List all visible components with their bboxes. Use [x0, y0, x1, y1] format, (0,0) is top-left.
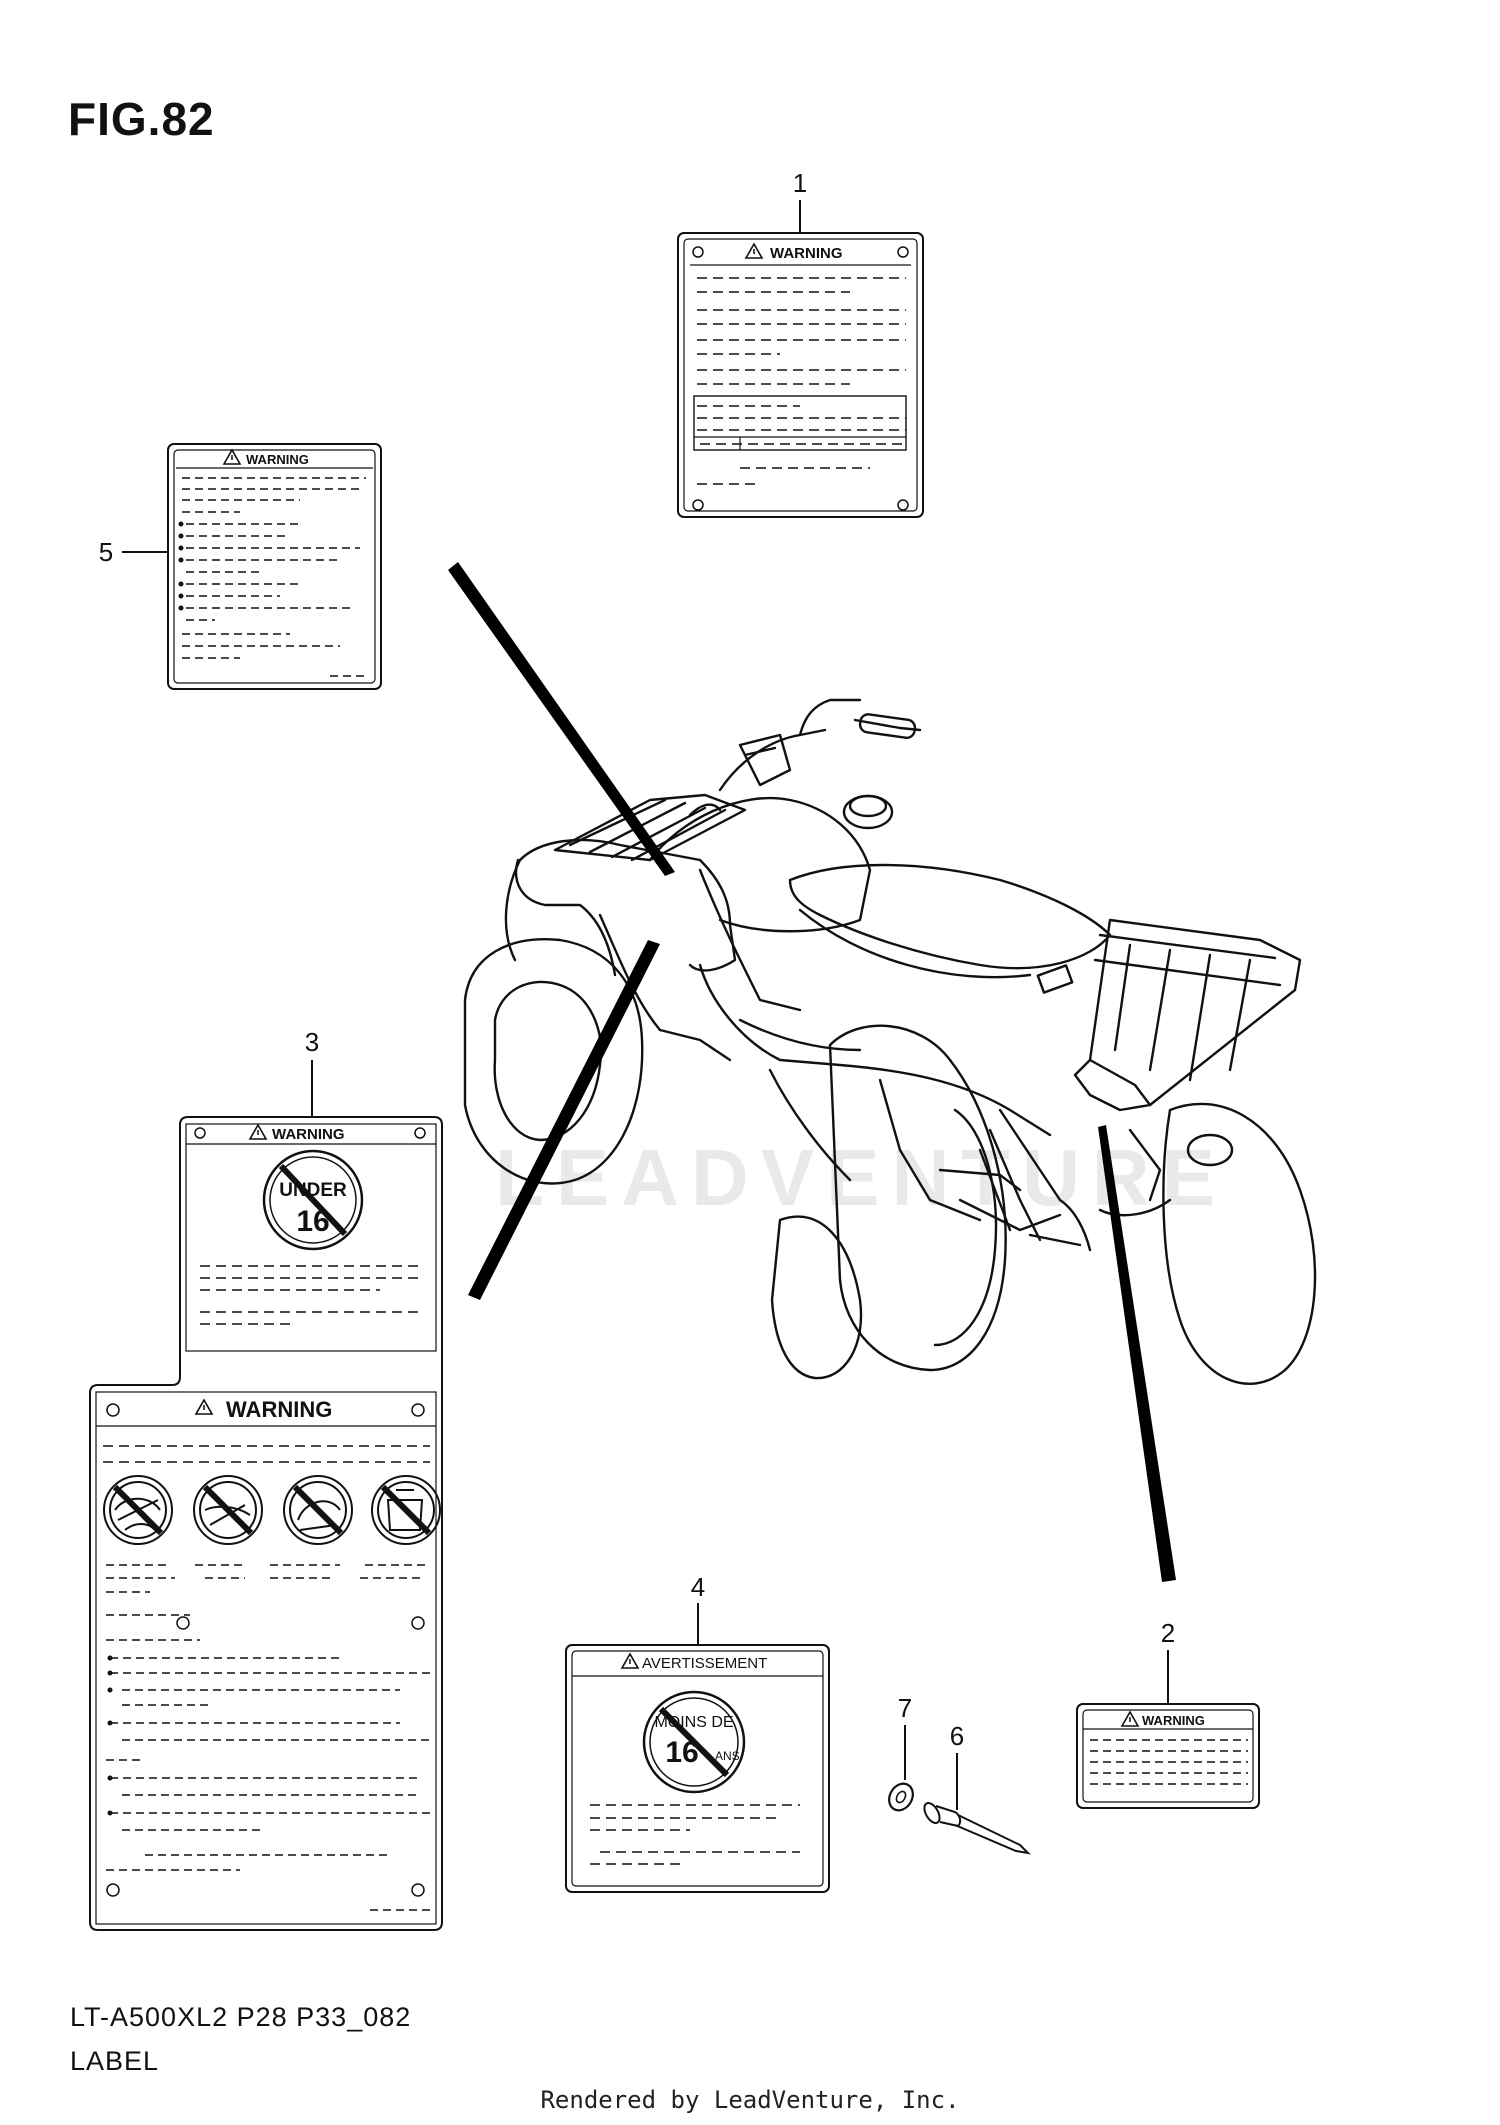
- label-1-warning: WARNING: [770, 245, 843, 262]
- label-5-warning: WARNING: [246, 452, 309, 467]
- section-name: LABEL: [70, 2046, 160, 2076]
- label-pointers: [448, 562, 1176, 1582]
- atv-illustration: [463, 698, 1317, 1385]
- callout-6: 6: [950, 1721, 964, 1751]
- label-4-avertissement: AVERTISSEMENT: [642, 1655, 767, 1672]
- label-3-warning-top: WARNING: [272, 1126, 345, 1143]
- label-3: 3 WARNING UNDER 16 WARNING: [89, 1027, 443, 1931]
- part-7-washer: 7: [888, 1693, 914, 1812]
- moins-suffix: ANS: [715, 1749, 740, 1763]
- label-4: 4 AVERTISSEMENT MOINS DE 16 ANS: [565, 1572, 830, 1893]
- label-2: 2 WARNING: [1076, 1618, 1260, 1809]
- callout-5: 5: [99, 537, 113, 567]
- callout-1: 1: [793, 168, 807, 198]
- pointer-label-5: [448, 562, 675, 876]
- label-3-warning-bottom: WARNING: [226, 1397, 332, 1422]
- label-5: 5 WARNING: [99, 443, 382, 690]
- callout-3: 3: [305, 1027, 319, 1057]
- model-code: LT-A500XL2 P28 P33_082: [70, 2002, 412, 2032]
- render-credit: Rendered by LeadVenture, Inc.: [540, 2086, 960, 2114]
- figure-title: FIG.82: [68, 93, 215, 145]
- callout-2: 2: [1161, 1618, 1175, 1648]
- label-2-warning: WARNING: [1142, 1713, 1205, 1728]
- callout-7: 7: [898, 1693, 912, 1723]
- part-6-rivet: 6: [923, 1721, 1031, 1855]
- callout-4: 4: [691, 1572, 705, 1602]
- pointer-label-3: [468, 940, 660, 1300]
- pointer-label-2: [1098, 1125, 1176, 1582]
- label-1: 1 WARNING: [677, 168, 924, 518]
